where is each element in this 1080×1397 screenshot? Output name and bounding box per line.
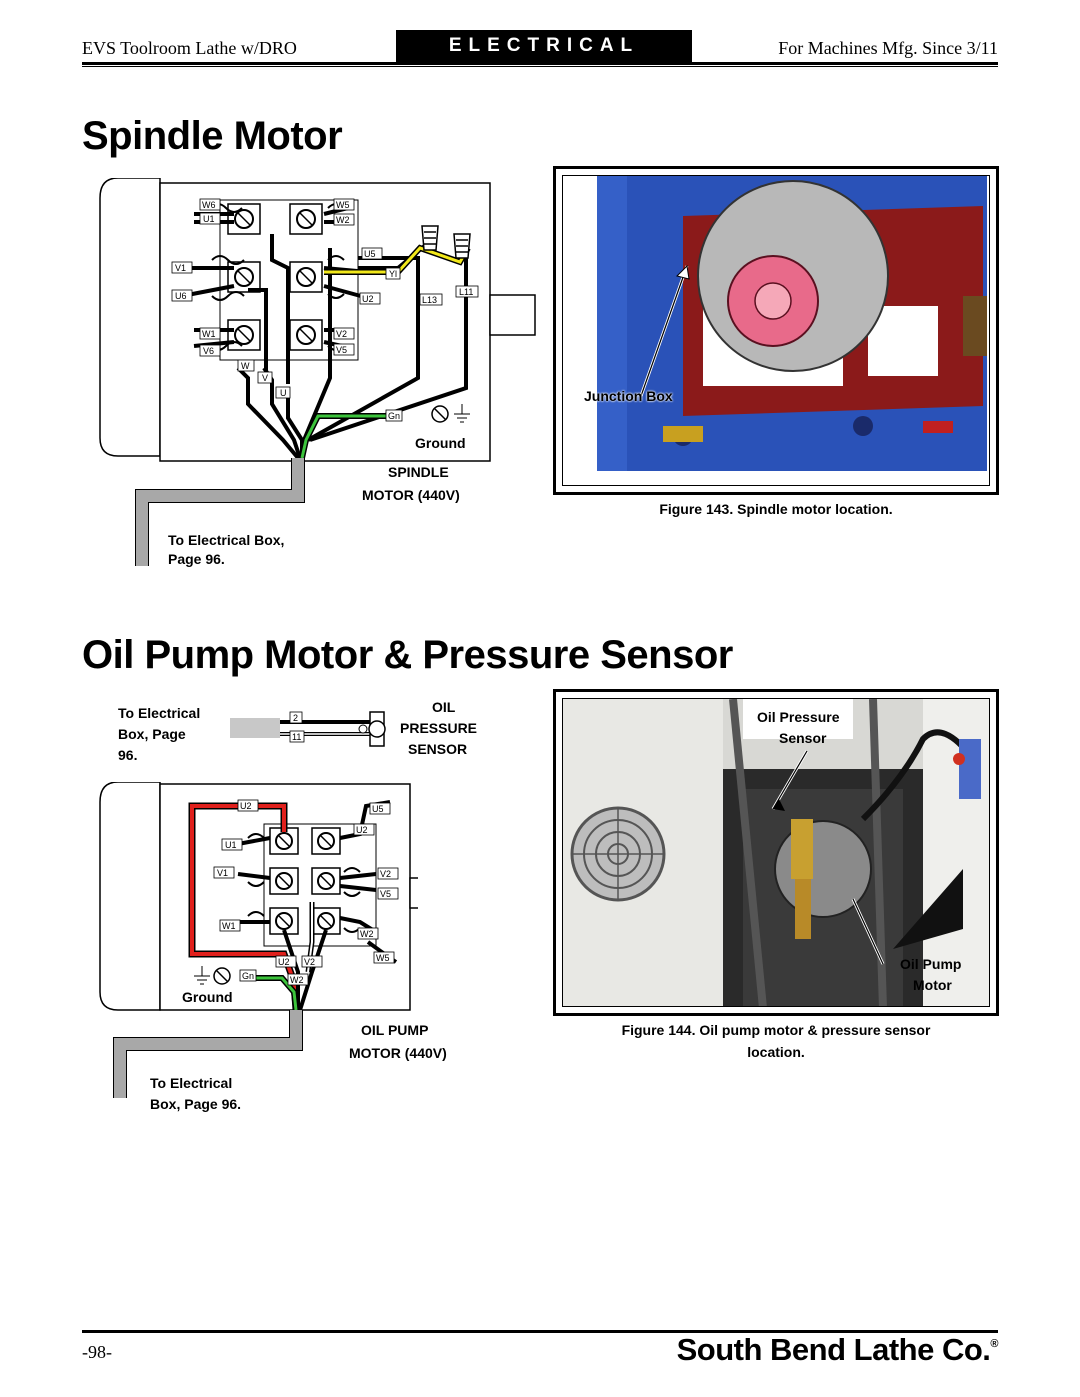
sensor-label-3: SENSOR bbox=[408, 741, 468, 757]
svg-text:W2: W2 bbox=[336, 215, 350, 225]
svg-text:V2: V2 bbox=[380, 869, 391, 879]
sensor-to-box-2: Box, Page bbox=[118, 726, 186, 742]
header-section-band: ELECTRICAL bbox=[396, 30, 692, 62]
svg-text:V5: V5 bbox=[380, 889, 391, 899]
svg-text:11: 11 bbox=[292, 732, 301, 742]
oil-pressure-sensor-wiring: 2 11 bbox=[230, 711, 386, 747]
oil-pump-wiring-diagram: U2 U5 U2 U1 V1 V2 V5 W1 W2 U2 V2 W5 Gn W… bbox=[99, 782, 418, 1098]
svg-text:Gn: Gn bbox=[242, 971, 254, 981]
svg-text:L13: L13 bbox=[422, 295, 437, 305]
sensor-to-box-3: 96. bbox=[118, 747, 138, 763]
oil-pump-photo-frame bbox=[553, 689, 999, 1016]
svg-text:U1: U1 bbox=[225, 840, 237, 850]
oil-motor-label-1: OIL PUMP bbox=[361, 1022, 429, 1038]
svg-text:U1: U1 bbox=[203, 214, 215, 224]
brand-logo: South Bend Lathe Co.® bbox=[676, 1332, 999, 1368]
figure-144-caption-line-1: Figure 144. Oil pump motor & pressure se… bbox=[621, 1022, 931, 1038]
brand-name: South Bend Lathe Co. bbox=[676, 1332, 991, 1367]
svg-text:U5: U5 bbox=[364, 249, 376, 259]
svg-text:V2: V2 bbox=[304, 957, 315, 967]
svg-text:V6: V6 bbox=[203, 346, 214, 356]
svg-text:2: 2 bbox=[293, 713, 298, 723]
page-header: EVS Toolroom Lathe w/DRO ELECTRICAL For … bbox=[82, 30, 998, 62]
section-title-oil-pump: Oil Pump Motor & Pressure Sensor bbox=[82, 633, 733, 677]
figure-143-caption: Figure 143. Spindle motor location. bbox=[659, 501, 893, 517]
svg-text:U2: U2 bbox=[356, 825, 368, 835]
svg-text:V: V bbox=[262, 373, 268, 383]
svg-text:Gn: Gn bbox=[388, 411, 400, 421]
oil-pressure-sensor-callout-1: Oil Pressure bbox=[757, 709, 840, 725]
svg-text:U5: U5 bbox=[372, 804, 384, 814]
svg-text:U2: U2 bbox=[278, 957, 290, 967]
sensor-label-2: PRESSURE bbox=[400, 720, 478, 736]
svg-text:W2: W2 bbox=[360, 929, 374, 939]
junction-box-callout: Junction Box bbox=[584, 388, 673, 404]
spindle-to-box-2: Page 96. bbox=[168, 551, 225, 567]
oil-ground-label: Ground bbox=[182, 989, 233, 1005]
svg-text:V2: V2 bbox=[336, 329, 347, 339]
spindle-motor-label-1: SPINDLE bbox=[388, 464, 449, 480]
spindle-wiring-diagram: W6 U1 W5 W2 U5 V1 Yl U6 U2 L13 L11 W1 V2… bbox=[99, 178, 536, 566]
svg-text:W5: W5 bbox=[336, 200, 350, 210]
header-rule bbox=[82, 62, 998, 65]
sensor-label-1: OIL bbox=[432, 699, 456, 715]
svg-text:W1: W1 bbox=[222, 921, 236, 931]
oil-pump-photo bbox=[563, 699, 989, 1006]
registered-mark: ® bbox=[990, 1338, 998, 1350]
header-model: EVS Toolroom Lathe w/DRO bbox=[82, 38, 297, 58]
section-title-spindle: Spindle Motor bbox=[82, 114, 343, 158]
svg-text:W5: W5 bbox=[376, 953, 390, 963]
svg-text:W6: W6 bbox=[202, 200, 216, 210]
oil-motor-label-2: MOTOR (440V) bbox=[349, 1045, 447, 1061]
figure-144-caption-line-2: location. bbox=[747, 1044, 805, 1060]
oil-pump-motor-callout-2: Motor bbox=[913, 977, 952, 993]
svg-text:U: U bbox=[280, 388, 287, 398]
svg-text:U2: U2 bbox=[240, 801, 252, 811]
spindle-motor-photo bbox=[563, 176, 989, 485]
svg-text:V5: V5 bbox=[336, 345, 347, 355]
spindle-to-box-1: To Electrical Box, bbox=[168, 532, 285, 548]
header-rule-thin bbox=[82, 66, 998, 67]
oil-pump-motor-callout-1: Oil Pump bbox=[900, 956, 962, 972]
svg-text:W1: W1 bbox=[202, 329, 216, 339]
svg-text:L11: L11 bbox=[459, 287, 473, 297]
spindle-photo-frame bbox=[553, 166, 999, 495]
svg-text:Yl: Yl bbox=[389, 269, 397, 279]
spindle-ground-label: Ground bbox=[415, 435, 466, 451]
spindle-motor-label-2: MOTOR (440V) bbox=[362, 487, 460, 503]
header-mfg-date: For Machines Mfg. Since 3/11 bbox=[778, 38, 998, 58]
oil-pressure-sensor-callout-2: Sensor bbox=[779, 730, 827, 746]
svg-text:U2: U2 bbox=[362, 294, 374, 304]
svg-text:W2: W2 bbox=[290, 975, 304, 985]
oil-to-box-2: Box, Page 96. bbox=[150, 1096, 242, 1112]
footer-rule bbox=[82, 1330, 998, 1333]
svg-text:W: W bbox=[241, 361, 250, 371]
page-number: -98- bbox=[82, 1342, 112, 1362]
oil-to-box-1: To Electrical bbox=[150, 1075, 233, 1091]
sensor-to-box-1: To Electrical bbox=[118, 705, 201, 721]
svg-text:U6: U6 bbox=[175, 291, 187, 301]
svg-text:V1: V1 bbox=[217, 868, 228, 878]
svg-text:V1: V1 bbox=[175, 263, 186, 273]
